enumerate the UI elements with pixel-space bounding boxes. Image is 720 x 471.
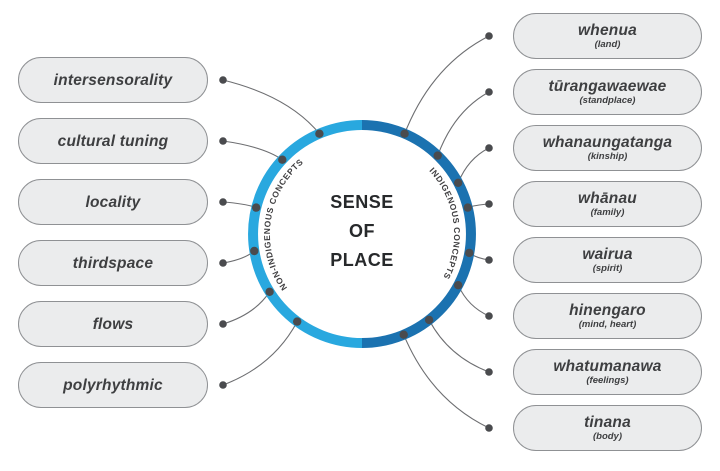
ring-dot	[315, 129, 324, 138]
concept-pill-flows: flows	[18, 301, 208, 347]
connector-polyrhythmic	[222, 321, 298, 386]
ring-dot	[465, 248, 474, 258]
pill-dot	[485, 368, 493, 376]
concept-pill-tinana: tinana (body)	[513, 405, 702, 451]
ring-dot	[400, 129, 409, 138]
pill-dot	[219, 320, 227, 328]
connector-whatumanawa	[428, 319, 490, 373]
connector-locality	[222, 201, 257, 209]
center-title-line: PLACE	[330, 250, 394, 270]
concept-label: tinana	[584, 414, 631, 431]
concept-gloss: (mind, heart)	[578, 319, 637, 330]
concept-pill-whenua: whenua (land)	[513, 13, 702, 59]
concept-label: thirdspace	[72, 254, 154, 272]
pill-dot	[219, 259, 227, 267]
center-title-line: SENSE	[330, 192, 394, 212]
center-circle-face	[258, 130, 466, 338]
concept-gloss: (family)	[590, 207, 625, 218]
pill-dot	[219, 198, 227, 206]
center-title-line: OF	[349, 221, 375, 241]
ring-dot	[265, 287, 274, 296]
concept-pill-polyrhythmic: polyrhythmic	[18, 362, 208, 408]
concept-pill-turangawaewae: tūrangawaewae (standplace)	[513, 69, 702, 115]
concept-label: wairua	[582, 246, 633, 263]
concept-pill-wairua: wairua (spirit)	[513, 237, 702, 283]
pill-dot	[485, 200, 493, 208]
ring-dot	[454, 281, 463, 290]
pill-dot	[485, 144, 493, 152]
pill-dot	[219, 137, 227, 145]
concept-gloss: (feelings)	[586, 375, 629, 386]
pill-dot	[485, 88, 493, 96]
ring-right-half	[361, 120, 476, 348]
ring-dot	[293, 317, 302, 326]
concept-pill-whanaungatanga: whanaungatanga (kinship)	[513, 125, 702, 171]
ring-dot	[454, 178, 463, 187]
concept-label: polyrhythmic	[63, 376, 163, 394]
concept-gloss: (standplace)	[579, 95, 636, 106]
concept-label: whanaungatanga	[542, 134, 673, 151]
concept-label: hinengaro	[569, 302, 646, 319]
connector-turangawaewae	[437, 91, 490, 156]
concept-label: flows	[92, 315, 134, 333]
pill-dot	[485, 256, 493, 264]
concept-gloss: (body)	[592, 431, 623, 442]
concept-label: whatumanawa	[553, 358, 662, 375]
concept-pill-locality: locality	[18, 179, 208, 225]
ring-dot	[424, 315, 434, 325]
connector-whenua	[404, 35, 490, 134]
concept-label: whānau	[578, 190, 637, 207]
connector-flows	[222, 291, 271, 325]
ring-dot	[433, 151, 442, 160]
concept-pill-whanau: whānau (family)	[513, 181, 702, 227]
concept-label: locality	[85, 193, 141, 211]
pill-dot	[485, 32, 493, 40]
concept-pill-intersensorality: intersensorality	[18, 57, 208, 103]
concept-label: cultural tuning	[57, 132, 169, 150]
ring-dot	[463, 203, 472, 212]
ring-dots	[250, 129, 474, 339]
concept-gloss: (spirit)	[592, 263, 623, 274]
ring-dot	[250, 246, 259, 256]
ring-left-half	[248, 120, 363, 348]
connector-cultural-tuning	[222, 140, 283, 161]
concept-label: intersensorality	[53, 71, 173, 89]
pill-dot	[485, 312, 493, 320]
concept-gloss: (kinship)	[587, 151, 628, 162]
ring-dot	[278, 155, 287, 164]
concept-label: whenua	[578, 22, 637, 39]
connector-tinana	[403, 334, 490, 429]
center-title: SENSE OF PLACE	[282, 188, 442, 275]
ring-dot	[252, 203, 261, 212]
pill-dot	[219, 381, 227, 389]
concept-pill-whatumanawa: whatumanawa (feelings)	[513, 349, 702, 395]
pill-dot	[485, 424, 493, 432]
concept-gloss: (land)	[594, 39, 621, 50]
concept-pill-hinengaro: hinengaro (mind, heart)	[513, 293, 702, 339]
pill-dot	[219, 76, 227, 84]
concept-label: tūrangawaewae	[548, 78, 667, 95]
connector-hinengaro	[457, 284, 490, 317]
connector-whanaungatanga	[457, 147, 490, 184]
concept-pill-cultural-tuning: cultural tuning	[18, 118, 208, 164]
connector-intersensorality	[222, 79, 320, 135]
pill-dots	[219, 32, 493, 432]
ring-dot	[399, 330, 408, 339]
concept-pill-thirdspace: thirdspace	[18, 240, 208, 286]
